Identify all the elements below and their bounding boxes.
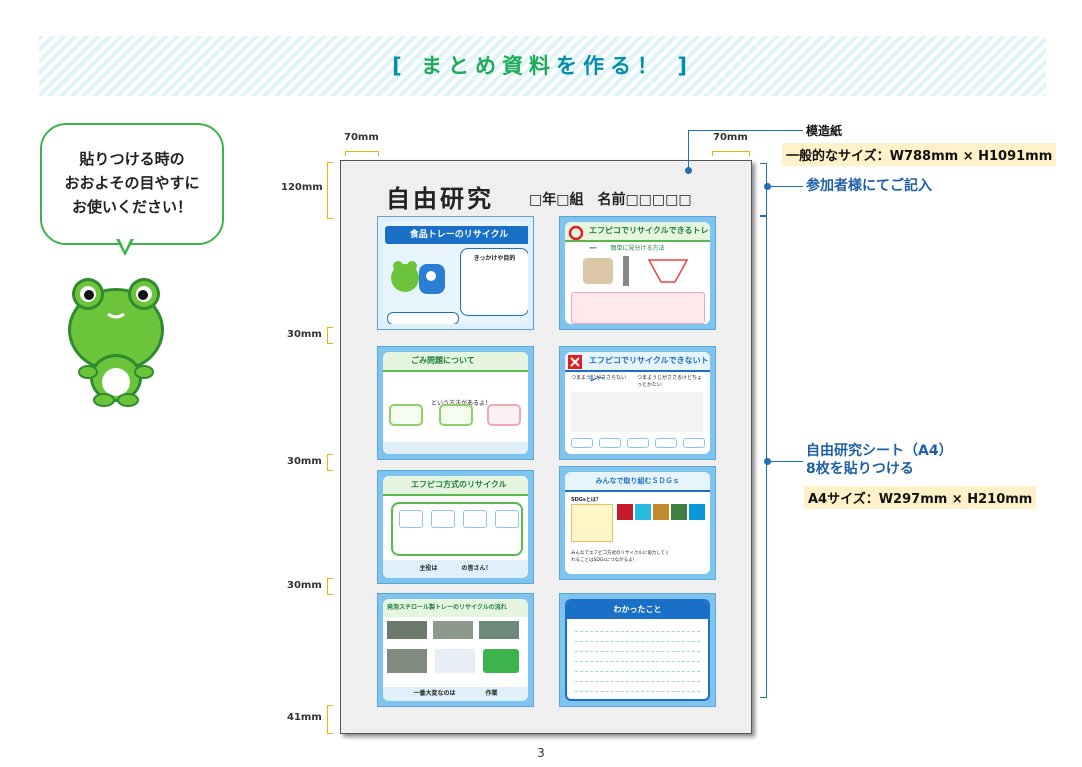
- sheet-note-b: 8枚を貼りつける: [806, 461, 914, 477]
- paper-label: 模造紙: [806, 124, 843, 138]
- measure-top: 120mm: [281, 182, 323, 193]
- cross-mark-icon: [568, 355, 582, 369]
- card-title: エフピコでリサイクルできるトレー: [565, 222, 710, 253]
- card-title: ごみ問題について: [383, 352, 528, 372]
- poster-sheet: 自由研究 □年□組 名前□□□□□ 食品トレーのリサイクル きっかけや目的 名前…: [340, 160, 752, 734]
- card-title: 食品トレーのリサイクル: [385, 226, 528, 244]
- title-banner: [ まとめ資料を作る！ ]: [39, 36, 1046, 96]
- worksheet-card-8: わかったこと: [559, 593, 716, 707]
- worksheet-card-2: エフピコでリサイクルできるトレー 簡単に見分ける方法: [559, 216, 716, 330]
- measure-gap-1: 30mm: [287, 329, 322, 340]
- measure-bottom: 41mm: [287, 712, 322, 723]
- worksheet-card-1: 食品トレーのリサイクル きっかけや目的 名前: [377, 216, 534, 330]
- worksheet-card-3: ごみ問題について という方法があるよ！: [377, 346, 534, 460]
- sheet-subtitle: □年□組 名前□□□□□: [529, 192, 692, 208]
- a4-size: A4サイズ：W297mm × H210mm: [804, 486, 1037, 509]
- participant-note: 参加者様にてご記入: [806, 178, 932, 194]
- measure-left-margin: 70mm: [344, 132, 379, 143]
- worksheet-card-4: エフピコでリサイクルできないトレー つまようじがささらない つまようじがささるけ…: [559, 346, 716, 460]
- page-number: 3: [537, 746, 545, 760]
- measure-gap-3: 30mm: [287, 580, 322, 591]
- worksheet-card-6: みんなで取り組むＳＤＧｓ SDGsとは？ みんなでエフピコ方式のリサイクルに協力…: [559, 466, 716, 580]
- worksheet-card-5: エフピコ方式のリサイクル 主役は の皆さん！: [377, 470, 534, 584]
- card-box-label: きっかけや目的: [473, 255, 516, 262]
- card-title: みんなで取り組むＳＤＧｓ: [565, 472, 710, 492]
- sheet-title: 自由研究: [386, 185, 494, 213]
- paper-size: 一般的なサイズ：W788mm × H1091mm: [782, 143, 1057, 166]
- measure-gap-2: 30mm: [287, 456, 322, 467]
- sheet-note-a: 自由研究シート（A4）: [806, 443, 953, 459]
- bubble-text: 貼りつける時の おおよその目やすに お使いください！: [64, 150, 200, 216]
- circle-mark-icon: [568, 225, 584, 241]
- card-title: エフピコ方式のリサイクル: [383, 476, 528, 496]
- tray-illustration-icon: [583, 256, 689, 286]
- mascot-icon: [391, 261, 445, 294]
- card-title: わかったこと: [567, 601, 708, 619]
- worksheet-card-7: 発泡スチロール製トレーのリサイクルの流れ 一番大変なのは 作業: [377, 593, 534, 707]
- frog-mascot-icon: [68, 278, 164, 407]
- card-title: エフピコでリサイクルできないトレー: [565, 352, 710, 383]
- speech-bubble: 貼りつける時の おおよその目やすに お使いください！: [40, 123, 224, 245]
- banner-title: [ まとめ資料を作る！ ]: [392, 54, 693, 78]
- measure-right-margin: 70mm: [713, 132, 748, 143]
- card-title: 発泡スチロール製トレーのリサイクルの流れ: [383, 599, 528, 617]
